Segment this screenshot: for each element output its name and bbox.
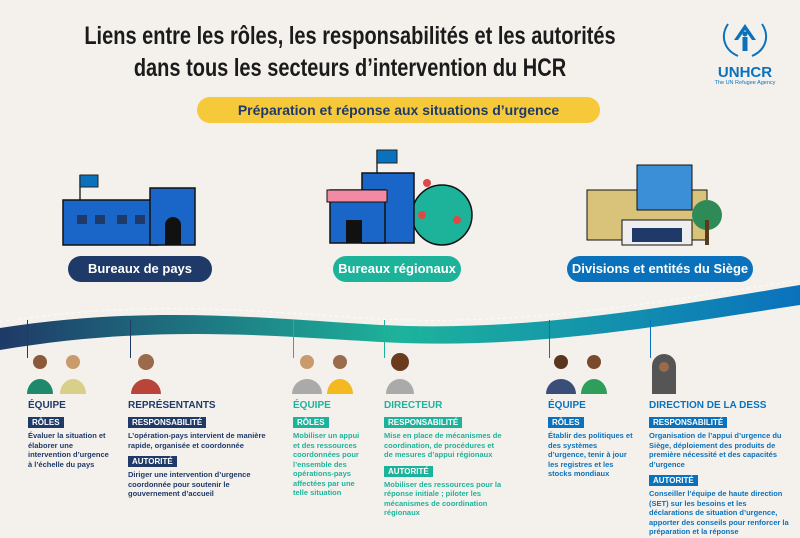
column-header: DIRECTEUR: [384, 400, 443, 411]
roles-text: Évaluer la situation et élaborer une int…: [28, 431, 109, 469]
column-country-team: ÉQUIPE RÔLES Évaluer la situation et éla…: [28, 400, 113, 469]
roles-text: Établir des politiques et des systèmes d…: [548, 431, 633, 478]
column-header: DIRECTION DE LA DESS: [649, 400, 767, 411]
roles-badge: RÔLES: [293, 417, 329, 428]
title-line-2: dans tous les secteurs d’intervention du…: [133, 54, 567, 82]
authority-text: Mobiliser des ressources pour la réponse…: [384, 479, 502, 518]
label-divisions-siege: Divisions et entités du Siège: [567, 256, 753, 282]
responsibility-text: L’opération-pays intervient de manière r…: [128, 431, 266, 450]
responsibility-text: Mise en place de mécanismes de coordinat…: [384, 431, 502, 459]
team-people-icon: [292, 355, 353, 394]
unhcr-emblem-icon: [722, 23, 768, 57]
column-hq-team: ÉQUIPE RÔLES Établir des politiques et d…: [548, 400, 634, 479]
responsibility-badge: RESPONSABILITÉ: [384, 417, 463, 428]
label-bureaux-de-pays: Bureaux de pays: [68, 256, 212, 282]
column-header: REPRÉSENTANTS: [128, 400, 216, 411]
director-person-icon: [386, 353, 414, 394]
column-dess-direction: DIRECTION DE LA DESS RESPONSABILITÉ Orga…: [649, 400, 789, 537]
section-banner: Préparation et réponse aux situations d’…: [197, 97, 600, 123]
roles-badge: RÔLES: [548, 417, 584, 428]
logo-tagline: The UN Refugee Agency: [714, 80, 776, 86]
regional-office-building-icon: [326, 149, 473, 246]
responsibility-text: Organisation de l’appui d’urgence du Siè…: [649, 431, 782, 469]
connector-line: [130, 320, 131, 358]
column-header: ÉQUIPE: [28, 400, 66, 411]
connector-line: [293, 320, 294, 358]
connector-line: [650, 320, 651, 358]
authority-text: Diriger une intervention d’urgence coord…: [128, 470, 251, 498]
team-people-icon: [546, 355, 607, 394]
logo-name: UNHCR: [717, 64, 773, 81]
connector-line: [27, 320, 28, 358]
page-title: Liens entre les rôles, les responsabilit…: [10, 20, 690, 84]
headquarters-building-icon: [586, 164, 722, 246]
dess-director-person-icon: [652, 354, 676, 394]
connector-line: [549, 320, 550, 358]
unhcr-logo: UNHCR The UN Refugee Agency: [712, 18, 778, 86]
responsibility-badge: RESPONSABILITÉ: [649, 417, 728, 428]
roles-badge: RÔLES: [28, 417, 64, 428]
column-header: ÉQUIPE: [293, 400, 331, 411]
team-people-icon: [27, 355, 86, 394]
label-bureaux-regionaux: Bureaux régionaux: [333, 256, 461, 282]
authority-badge: AUTORITÉ: [128, 456, 177, 467]
title-line-1: Liens entre les rôles, les responsabilit…: [84, 22, 616, 50]
responsibility-badge: RESPONSABILITÉ: [128, 417, 207, 428]
authority-badge: AUTORITÉ: [649, 475, 698, 486]
column-representatives: REPRÉSENTANTS RESPONSABILITÉ L’opération…: [128, 400, 268, 499]
connecting-wave: [0, 280, 800, 350]
authority-badge: AUTORITÉ: [384, 465, 433, 477]
country-office-building-icon: [62, 174, 196, 246]
authority-text: Conseiller l’équipe de haute direction (…: [649, 489, 789, 536]
representative-person-icon: [131, 354, 161, 394]
column-header: ÉQUIPE: [548, 400, 586, 411]
connector-line: [384, 320, 385, 358]
column-director: DIRECTEUR RESPONSABILITÉ Mise en place d…: [384, 400, 502, 518]
column-regional-team: ÉQUIPE RÔLES Mobiliser un appui et des r…: [293, 400, 361, 498]
roles-text: Mobiliser un appui et des ressources coo…: [293, 431, 360, 497]
